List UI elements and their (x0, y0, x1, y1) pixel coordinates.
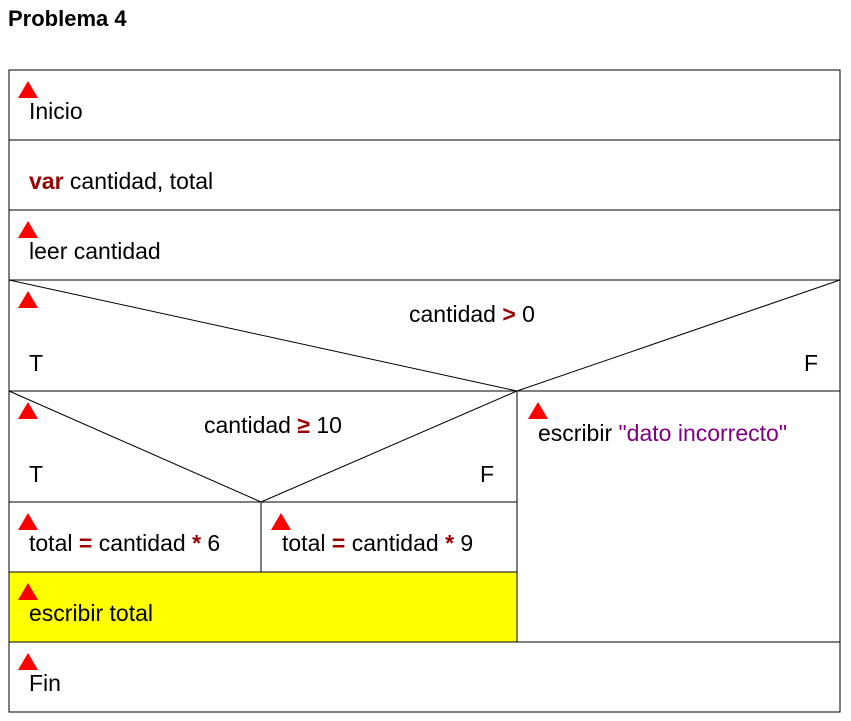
condition-1-text: cantidad > 0 (409, 301, 535, 328)
condition-1-right: 0 (515, 301, 535, 327)
condition-2-block[interactable]: cantidad ≥ 10 T F (9, 391, 517, 502)
assign-false-block[interactable]: total = cantidad * 9 (261, 502, 517, 572)
end-label: Fin (29, 670, 61, 696)
read-label: leer cantidad (29, 238, 161, 264)
condition-2-right: 10 (309, 412, 342, 438)
highlight-block (9, 572, 517, 642)
assign-true-mid: cantidad (92, 530, 193, 556)
marker-triangle-icon (18, 513, 38, 530)
else-write-string: "dato incorrecto" (618, 420, 787, 446)
declaration-vars: cantidad, total (63, 168, 214, 194)
marker-triangle-icon (18, 81, 38, 98)
condition-1-operator: > (502, 301, 516, 327)
condition-1-false-label: F (804, 350, 819, 376)
assign-true-rhs: 6 (201, 530, 221, 556)
end-block[interactable]: Fin (9, 642, 840, 712)
declaration-block[interactable]: var cantidad, total (9, 140, 840, 210)
assign-true-mul: * (192, 530, 202, 556)
marker-triangle-icon (18, 583, 38, 600)
condition-2-true-label: T (29, 461, 44, 487)
assign-true-text: total = cantidad * 6 (29, 530, 220, 557)
condition-1-left: cantidad (409, 301, 503, 327)
assign-true-lhs: total (29, 530, 79, 556)
cond2-right-diagonal (260, 390, 518, 503)
assign-true-eq: = (78, 530, 93, 556)
marker-triangle-icon (528, 402, 548, 419)
start-label: Inicio (29, 98, 83, 124)
condition-2-left: cantidad (204, 412, 298, 438)
marker-triangle-icon (18, 221, 38, 238)
write-total-block[interactable]: escribir total (9, 572, 517, 642)
marker-triangle-icon (271, 513, 291, 530)
assign-false-mul: * (445, 530, 455, 556)
else-write-keyword: escribir (538, 420, 619, 446)
write-total-label: escribir total (29, 600, 153, 626)
marker-triangle-icon (18, 653, 38, 670)
cond2-left-diagonal (8, 390, 262, 503)
assign-false-eq: = (331, 530, 346, 556)
assign-false-text: total = cantidad * 9 (282, 530, 473, 557)
cond1-left-diagonal (8, 279, 518, 392)
assign-false-lhs: total (282, 530, 332, 556)
marker-triangle-icon (18, 291, 38, 308)
condition-1-true-label: T (29, 350, 44, 376)
else-write-text: escribir "dato incorrecto" (538, 420, 787, 447)
cond1-right-diagonal (516, 279, 841, 392)
page-title: Problema 4 (8, 6, 127, 31)
start-block[interactable]: Inicio (9, 70, 840, 140)
marker-triangle-icon (18, 402, 38, 419)
declaration-text: var cantidad, total (29, 168, 213, 195)
var-keyword: var (29, 168, 64, 194)
condition-2-text: cantidad ≥ 10 (204, 412, 342, 439)
assign-true-block[interactable]: total = cantidad * 6 (9, 502, 261, 572)
assign-false-mid: cantidad (345, 530, 446, 556)
read-block[interactable]: leer cantidad (9, 210, 840, 280)
condition-2-operator: ≥ (297, 412, 310, 438)
condition-2-false-label: F (480, 461, 495, 487)
assign-false-rhs: 9 (454, 530, 474, 556)
condition-1-block[interactable]: cantidad > 0 T F (9, 280, 840, 391)
else-write-block[interactable]: escribir "dato incorrecto" (517, 391, 840, 642)
